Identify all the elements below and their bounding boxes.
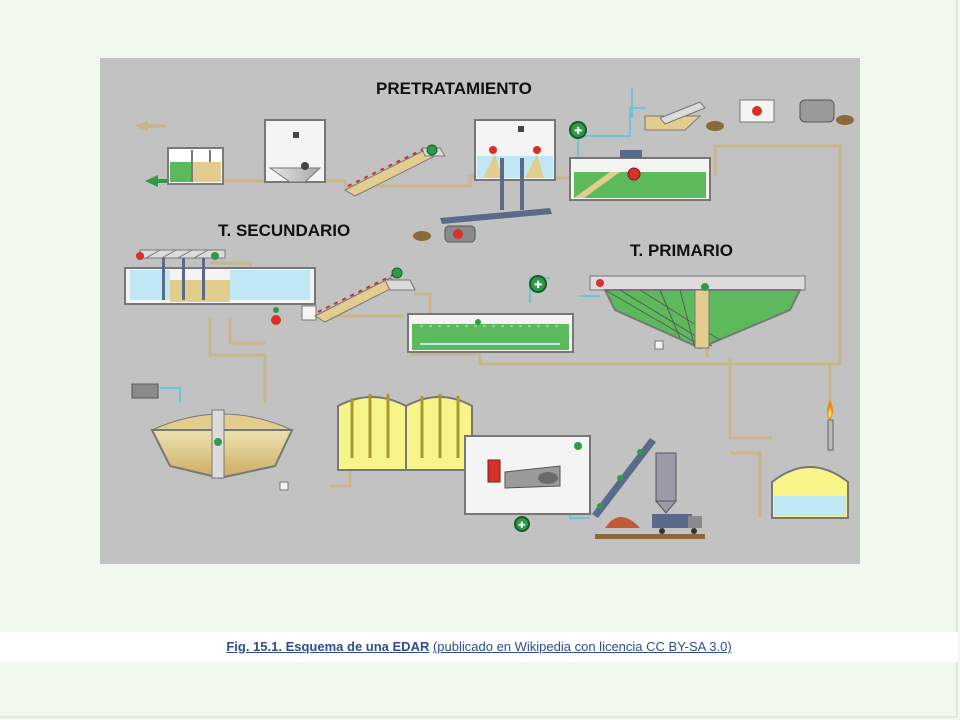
- gas-holder: [771, 466, 849, 519]
- dewatering-building: ✚: [464, 435, 591, 532]
- anaerobic-digester: [337, 394, 473, 471]
- sand-conveyor: [440, 208, 552, 224]
- secondary-conveyor: [271, 267, 416, 325]
- svg-text:✚: ✚: [534, 280, 542, 291]
- blower-pump-mid: ✚: [529, 275, 547, 293]
- label-t-secundario: T. SECUNDARIO: [218, 221, 350, 240]
- influent-arrows: [135, 120, 172, 187]
- label-t-primario: T. PRIMARIO: [630, 241, 733, 260]
- caption-license-link[interactable]: (publicado en Wikipedia con licencia CC …: [432, 639, 732, 654]
- caption-band: [0, 632, 958, 662]
- svg-text:✚: ✚: [518, 520, 526, 530]
- primary-clarifier: [589, 275, 806, 350]
- screening-channel: [167, 147, 224, 185]
- grit-conveyor: [343, 144, 446, 197]
- svg-text:✚: ✚: [574, 126, 582, 137]
- sludge-pump-unit: [413, 225, 476, 243]
- pretreatment-dewatering: [644, 99, 854, 131]
- degreaser-tank: [474, 119, 556, 210]
- grit-chamber: [264, 119, 326, 183]
- label-pretratamiento: PRETRATAMIENTO: [376, 79, 532, 98]
- blower-pump-top: ✚: [569, 121, 587, 139]
- biological-reactor: [407, 313, 574, 353]
- edar-diagram: PRETRATAMIENTO T. SECUNDARIO T. PRIMARIO: [100, 58, 860, 564]
- secondary-clarifier: [124, 249, 316, 305]
- aeration-inlet-tank: [569, 150, 711, 201]
- sludge-thickener: [131, 383, 294, 491]
- sludge-disposal: [592, 438, 705, 539]
- caption-lead-link[interactable]: Fig. 15.1. Esquema de una EDAR: [226, 639, 430, 654]
- gas-flare: [827, 400, 834, 451]
- figure-caption: Fig. 15.1. Esquema de una EDAR (publicad…: [0, 639, 958, 654]
